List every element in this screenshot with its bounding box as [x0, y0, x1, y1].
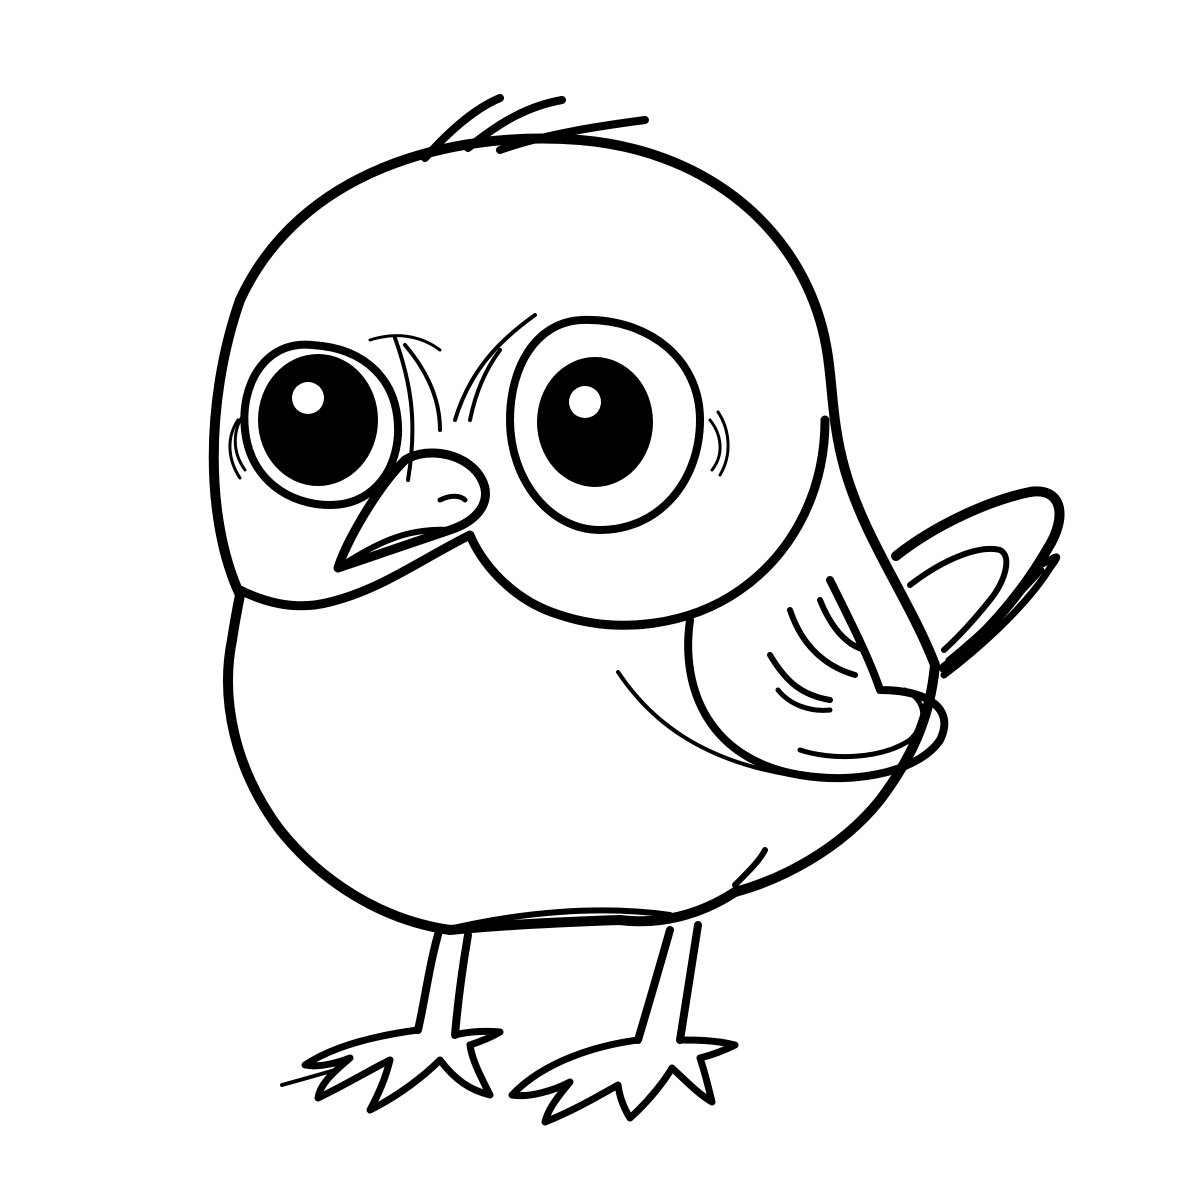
- right-eye-icon: [506, 315, 730, 534]
- beak-icon: [333, 448, 490, 573]
- belly-line: [442, 907, 673, 933]
- wing-icon: [684, 576, 949, 783]
- tail-feathers: [891, 486, 1065, 679]
- left-foot-icon: [280, 924, 504, 1114]
- chest-line: [616, 670, 792, 777]
- brow-lines: [368, 313, 537, 482]
- body-outline: [208, 133, 940, 935]
- right-foot-icon: [508, 847, 768, 1126]
- face-mask-line: [235, 415, 830, 630]
- left-eye-icon: [228, 340, 403, 509]
